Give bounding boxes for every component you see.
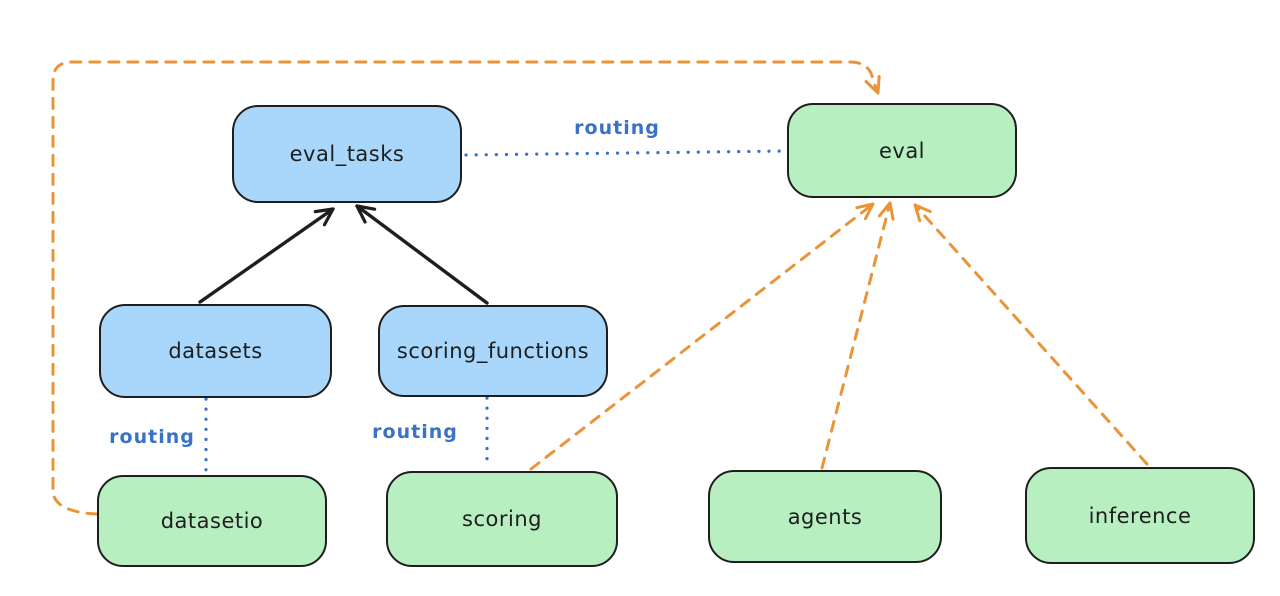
edge-eval-tasks-eval-routing: [464, 149, 787, 157]
node-agents: agents: [708, 470, 942, 563]
node-inference-label: inference: [1088, 503, 1192, 528]
node-inference: inference: [1025, 467, 1255, 564]
routing-label-datasets-datasetio: routing: [109, 426, 195, 448]
node-scoring: scoring: [386, 471, 618, 567]
edge-datasetio-eval: [51, 60, 881, 516]
node-datasets-label: datasets: [168, 339, 263, 363]
node-eval-label: eval: [878, 138, 926, 163]
routing-label-scoring-functions-scoring: routing: [372, 421, 458, 443]
node-datasetio-label: datasetio: [160, 509, 264, 533]
edge-scoring-eval: [529, 202, 875, 471]
edge-inference-eval: [913, 203, 1149, 466]
node-datasetio: datasetio: [97, 475, 327, 567]
node-scoring-label: scoring: [462, 507, 542, 531]
node-scoring-functions-label: scoring_functions: [396, 339, 590, 363]
edge-agents-eval: [820, 201, 895, 470]
node-scoring-functions: scoring_functions: [378, 305, 608, 397]
node-eval-tasks: eval_tasks: [232, 105, 462, 203]
node-eval-tasks-label: eval_tasks: [289, 142, 405, 166]
edge-scoring-functions-eval-tasks: [355, 204, 489, 305]
edge-datasets-eval-tasks: [198, 207, 335, 304]
node-eval: eval: [787, 103, 1017, 198]
node-agents-label: agents: [787, 504, 863, 529]
node-datasets: datasets: [99, 304, 332, 398]
routing-label-eval-tasks-eval: routing: [574, 117, 660, 139]
